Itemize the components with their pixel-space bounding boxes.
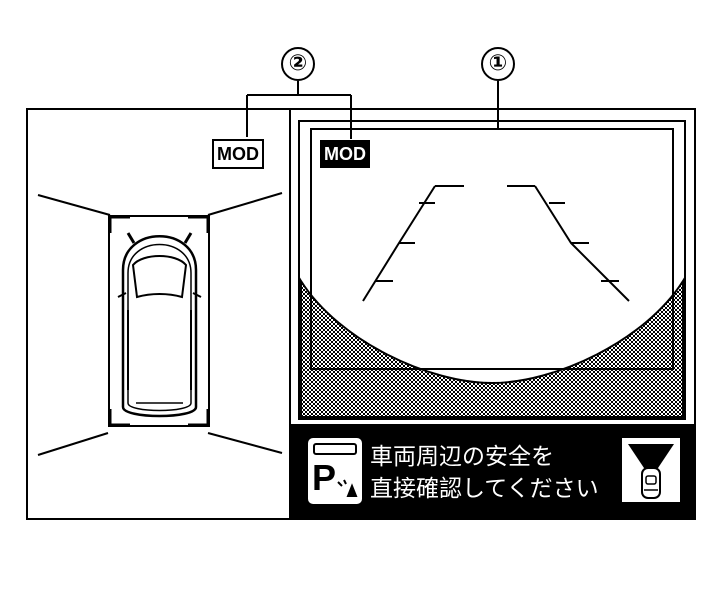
rear-bumper-area: [300, 277, 684, 418]
callout-2: ②: [281, 47, 315, 81]
boundary-bottom-right: [207, 432, 283, 454]
bird-eye-mod-label: MOD: [212, 139, 264, 169]
bird-eye-view: [37, 192, 283, 456]
callout-1: ①: [481, 47, 515, 81]
camera-view: [300, 128, 684, 418]
inner-frame: [310, 128, 674, 370]
parking-letter: P: [312, 457, 337, 498]
parking-guide-lines: [362, 185, 630, 302]
sensor-wave-icon: [337, 479, 358, 497]
camera-view-outer: [298, 120, 686, 420]
safety-message-line1: 車両周辺の安全を: [370, 444, 554, 470]
vehicle-icon: [108, 215, 210, 427]
rear-camera-view-icon[interactable]: [620, 436, 682, 504]
sensor-bar-icon: [313, 443, 357, 455]
boundary-bottom-left: [37, 432, 109, 456]
parking-sensor-icon[interactable]: P: [308, 438, 362, 504]
camera-mod-label: MOD: [320, 140, 370, 168]
boundary-top-left: [37, 194, 111, 216]
view-divider: [289, 108, 291, 520]
camera-view-switch-icon: [628, 444, 674, 499]
vehicle-corner-brackets: [108, 215, 210, 427]
boundary-top-right: [207, 192, 283, 216]
safety-message-line2: 直接確認してください: [370, 476, 599, 502]
